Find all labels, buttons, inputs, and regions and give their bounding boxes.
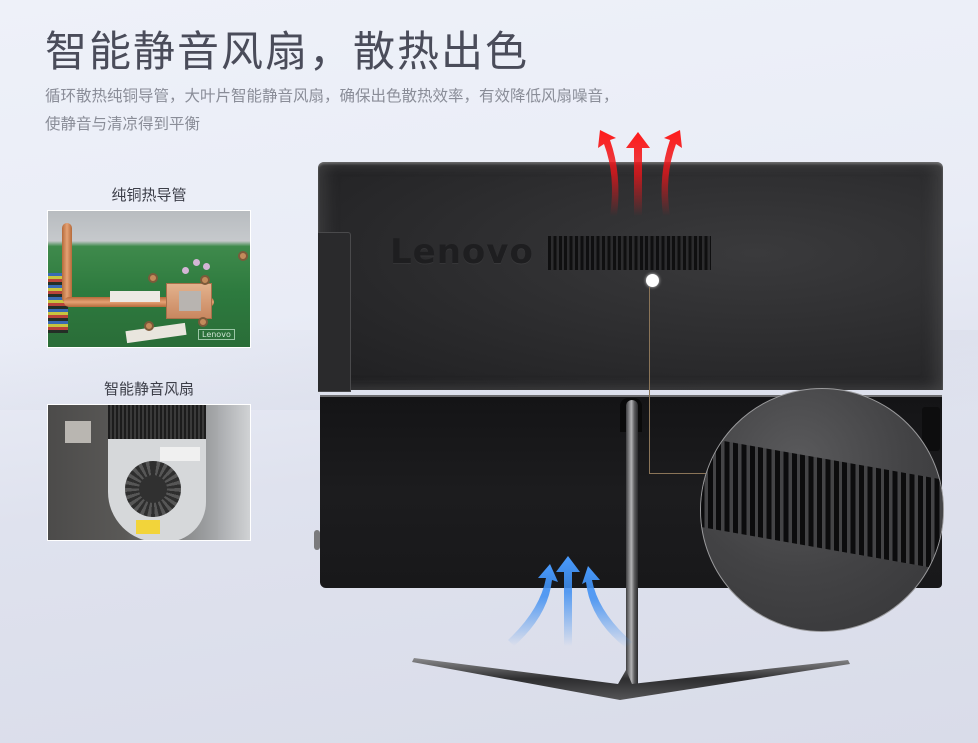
screw: [200, 275, 210, 285]
copper-heat-pipe-photo: Lenovo: [47, 210, 251, 348]
metal-frame: [218, 405, 250, 540]
fan-hub: [139, 475, 167, 503]
page-subtitle: 循环散热纯铜导管，大叶片智能静音风扇，确保出色散热效率，有效降低风扇噪音， 使静…: [45, 82, 725, 138]
cpu-contact: [179, 291, 201, 311]
capacitor: [193, 259, 200, 266]
stand-neck: [626, 400, 638, 690]
monitor-back-panel: Lenovo: [318, 162, 943, 392]
heat-pipe-vertical: [62, 223, 72, 303]
screw: [198, 317, 208, 327]
heat-pipe-horizontal: [64, 297, 214, 307]
magnified-vent-grille: [701, 435, 943, 573]
callout-dot: [646, 274, 659, 287]
subtitle-line-2: 使静音与清凉得到平衡: [45, 115, 201, 133]
feature-label-heat-pipe: 纯铜热导管: [111, 186, 187, 204]
hot-air-arrows-icon: [598, 130, 682, 216]
heatsink-fins: [108, 405, 206, 439]
screw: [148, 273, 158, 283]
cool-air-arrows-icon: [508, 556, 632, 648]
capacitor: [182, 267, 189, 274]
pcb-sticker: [110, 291, 160, 302]
stand-base: [412, 658, 850, 700]
page-title: 智能静音风扇，散热出色: [45, 27, 530, 76]
callout-leader-line: [649, 287, 707, 474]
side-panel: [318, 232, 351, 392]
silent-fan-photo: [47, 404, 251, 541]
screw: [144, 321, 154, 331]
subtitle-line-1: 循环散热纯铜导管，大叶片智能静音风扇，确保出色散热效率，有效降低风扇噪音，: [45, 87, 619, 105]
fan-sticker: [160, 447, 200, 461]
capacitor: [203, 263, 210, 270]
vent-magnifier-detail: [700, 388, 944, 632]
screw: [238, 251, 248, 261]
pcb-sticker-2: [125, 322, 187, 344]
feature-label-fan: 智能静音风扇: [103, 380, 194, 398]
side-port: [922, 407, 940, 451]
side-button: [314, 530, 320, 550]
top-vent-grille: [548, 236, 711, 270]
brand-logo: Lenovo: [390, 232, 534, 272]
warning-label: [136, 520, 160, 534]
pcb-logo: Lenovo: [198, 329, 235, 340]
copper-bracket: [65, 421, 91, 443]
